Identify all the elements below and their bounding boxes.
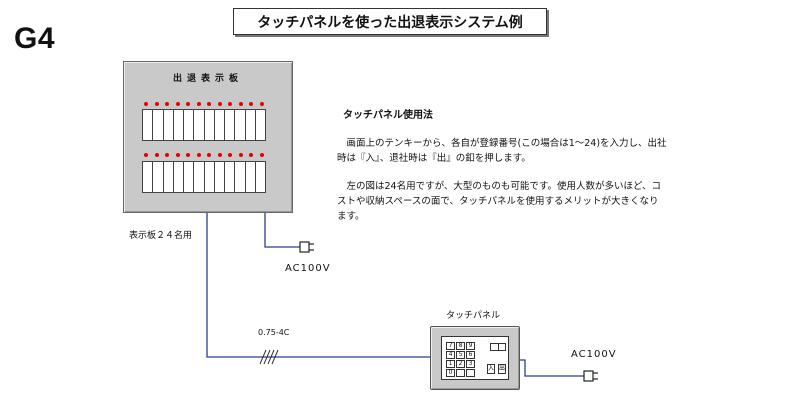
name-slot <box>256 110 265 140</box>
lamp-icon <box>259 102 264 106</box>
power-wire-panel <box>520 359 584 377</box>
name-slot <box>184 162 195 192</box>
name-slot <box>246 110 256 140</box>
board-caption: 表示板２４名用 <box>129 231 193 241</box>
name-slot <box>205 162 215 192</box>
lamp-icon <box>238 102 243 106</box>
lamp-icon <box>238 153 243 157</box>
lamp-icon <box>175 153 180 157</box>
lamp-icon <box>196 102 201 106</box>
name-slot <box>194 162 205 192</box>
lamp-icon <box>165 153 170 157</box>
lamp-row-top <box>144 102 264 106</box>
keypad-key: 2 <box>456 360 465 368</box>
diagram-title: タッチパネルを使った出退表示システム例 <box>233 8 547 35</box>
lamp-icon <box>154 153 159 157</box>
lamp-icon <box>217 102 222 106</box>
lamp-icon <box>249 102 254 106</box>
name-slot <box>184 110 195 140</box>
keypad-key <box>466 369 475 377</box>
display-window <box>490 343 506 351</box>
diagram-title-text: タッチパネルを使った出退表示システム例 <box>257 14 523 31</box>
lamp-icon <box>186 153 191 157</box>
keypad-key <box>456 369 465 377</box>
keypad-key: 9 <box>466 342 475 350</box>
lamp-icon <box>154 102 159 106</box>
name-slot <box>174 162 184 192</box>
name-slot <box>194 110 205 140</box>
name-slot <box>153 110 164 140</box>
numeric-keypad: 7 8 9 4 5 6 1 2 3 0 <box>446 342 475 377</box>
name-slot <box>164 110 174 140</box>
lamp-icon <box>186 102 191 106</box>
usage-paragraph-1: 画面上のテンキーから、各自が登録番号(この場合は1〜24)を入力し、出社時は『入… <box>337 138 667 164</box>
cable-hatch-marks <box>259 349 279 365</box>
name-slot <box>205 110 215 140</box>
power-label-panel: AC100V <box>571 349 617 360</box>
lamp-icon <box>228 153 233 157</box>
name-slot-row-bottom <box>142 161 266 193</box>
name-slot <box>215 110 225 140</box>
lamp-icon <box>249 153 254 157</box>
name-slot <box>215 162 225 192</box>
keypad-key: 3 <box>466 360 475 368</box>
name-slot <box>143 162 154 192</box>
signal-cable <box>206 213 430 358</box>
display-board: 出退表示板 <box>123 61 293 213</box>
usage-title: タッチパネル使用法 <box>343 110 433 121</box>
touch-panel-screen: 7 8 9 4 5 6 1 2 3 0 入 出 <box>441 336 509 380</box>
name-slot <box>143 110 154 140</box>
keypad-key: 6 <box>466 351 475 359</box>
out-button: 出 <box>498 364 506 374</box>
plug-icon <box>583 370 598 382</box>
lamp-icon <box>144 102 148 106</box>
lamp-icon <box>196 153 201 157</box>
touch-panel-device: 7 8 9 4 5 6 1 2 3 0 入 出 <box>430 326 520 390</box>
name-slot <box>174 110 184 140</box>
power-wire-board <box>264 213 300 248</box>
name-slot <box>235 110 246 140</box>
lamp-icon <box>259 153 264 157</box>
board-title: 出退表示板 <box>172 74 243 84</box>
name-slot <box>164 162 174 192</box>
lamp-icon <box>175 102 180 106</box>
keypad-key: 4 <box>446 351 455 359</box>
lamp-icon <box>207 153 212 157</box>
keypad-key: 5 <box>456 351 465 359</box>
name-slot <box>235 162 246 192</box>
lamp-icon <box>144 153 148 157</box>
lamp-icon <box>207 102 212 106</box>
keypad-key: 1 <box>446 360 455 368</box>
name-slot <box>153 162 164 192</box>
name-slot <box>225 162 236 192</box>
figure-label: G4 <box>14 22 56 55</box>
keypad-key: 8 <box>456 342 465 350</box>
plug-icon <box>299 241 314 253</box>
in-button: 入 <box>487 364 495 374</box>
power-label-board: AC100V <box>285 263 331 274</box>
cable-spec-label: 0.75-4C <box>258 328 290 337</box>
lamp-icon <box>228 102 233 106</box>
name-slot <box>246 162 256 192</box>
lamp-icon <box>165 102 170 106</box>
keypad-key: 7 <box>446 342 455 350</box>
keypad-key: 0 <box>446 369 455 377</box>
touch-panel-caption: タッチパネル <box>446 311 501 321</box>
name-slot-row-top <box>142 109 266 141</box>
name-slot <box>256 162 265 192</box>
name-slot <box>225 110 236 140</box>
lamp-row-bottom <box>144 153 264 157</box>
usage-paragraph-2: 左の図は24名用ですが、大型のものも可能です。使用人数が多いほど、コストや収納ス… <box>337 181 661 222</box>
lamp-icon <box>217 153 222 157</box>
